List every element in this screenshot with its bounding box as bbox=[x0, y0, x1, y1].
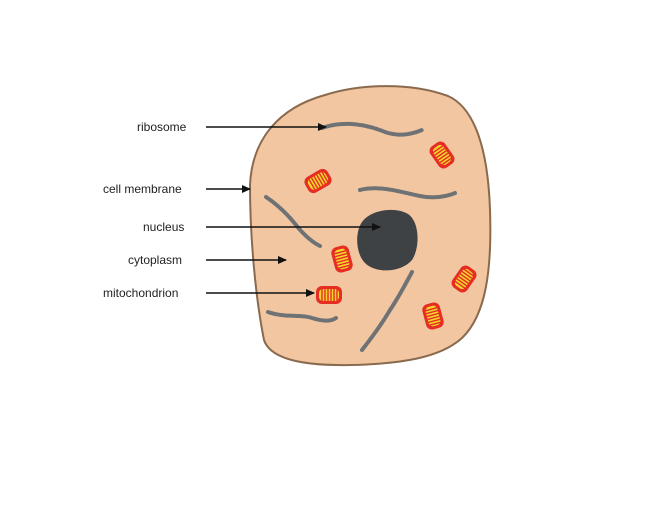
ribosome-strands bbox=[264, 121, 457, 352]
ribosome-strand bbox=[320, 121, 424, 137]
nucleus-shape bbox=[357, 209, 418, 271]
ribosome-strand bbox=[360, 270, 414, 352]
ribosome-strand bbox=[358, 186, 457, 200]
label-arrows bbox=[206, 123, 381, 297]
mitochondrion-shape bbox=[315, 285, 343, 305]
cytoplasm-label: cytoplasm bbox=[128, 253, 183, 267]
ribosome-strand bbox=[264, 195, 322, 248]
mitochondrion-label: mitochondrion bbox=[103, 286, 179, 300]
nucleus-label: nucleus bbox=[143, 220, 185, 234]
cell-membrane-label: cell membrane bbox=[103, 182, 182, 196]
ribosome-strand bbox=[266, 310, 338, 323]
ribosome-label: ribosome bbox=[137, 120, 187, 134]
